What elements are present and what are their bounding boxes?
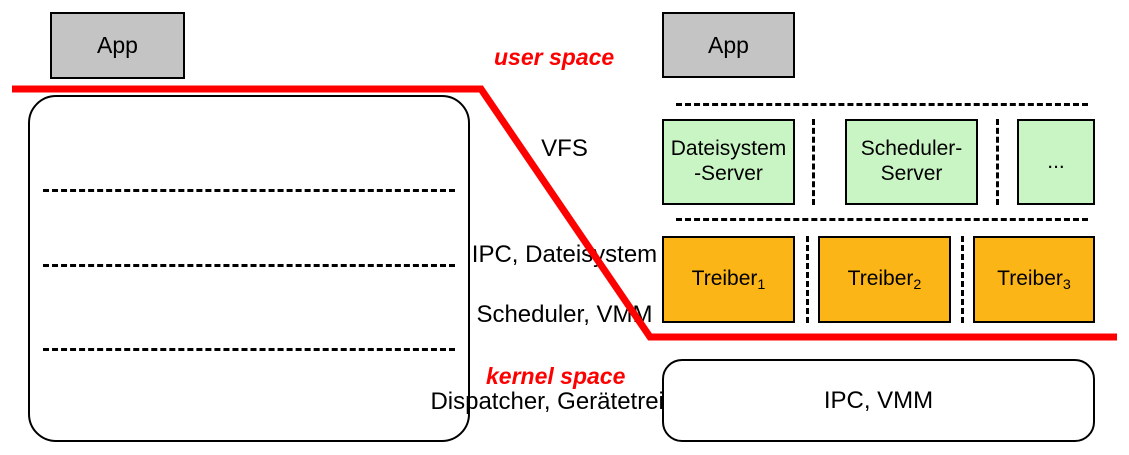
server-label-dateisystem: Dateisystem -Server <box>670 137 787 185</box>
driver-label-1: Treiber1 <box>691 266 766 293</box>
microkernel-box: IPC, VMM <box>662 359 1095 442</box>
driver-separator-1 <box>806 236 809 323</box>
server-separator-2 <box>996 119 999 205</box>
right-app-box: App <box>662 12 795 78</box>
driver-box-2: Treiber2 <box>818 236 951 323</box>
server-box-dateisystem: Dateisystem -Server <box>662 119 795 205</box>
user-space-label: user space <box>494 44 615 70</box>
server-driver-divider-bottom <box>676 218 1088 221</box>
server-box-more: ... <box>1017 119 1095 205</box>
microkernel-label: IPC, VMM <box>823 386 934 414</box>
driver-box-3: Treiber3 <box>973 236 1095 323</box>
driver-label-2: Treiber2 <box>847 266 922 293</box>
kernel-layer-dispatcher-geraetetreiber: Dispatcher, Gerätetreiber <box>430 388 699 415</box>
kernel-layer-divider-1 <box>43 189 455 192</box>
kernel-layer-divider-2 <box>43 264 455 267</box>
driver-separator-2 <box>961 236 964 323</box>
user-server-divider-top <box>676 103 1088 106</box>
server-label-more: ... <box>1047 149 1065 173</box>
driver-label-3: Treiber3 <box>997 266 1071 293</box>
right-app-label: App <box>708 31 749 58</box>
left-app-box: App <box>50 12 185 79</box>
kernel-space-label: kernel space <box>486 363 626 389</box>
server-box-scheduler: Scheduler- Server <box>845 119 978 205</box>
kernel-layer-scheduler-vmm: Scheduler, VMM <box>476 301 653 328</box>
left-app-label: App <box>97 32 138 58</box>
server-label-scheduler: Scheduler- Server <box>860 137 963 185</box>
driver-box-1: Treiber1 <box>662 236 795 323</box>
server-separator-1 <box>812 119 815 205</box>
kernel-layer-divider-3 <box>43 348 455 351</box>
